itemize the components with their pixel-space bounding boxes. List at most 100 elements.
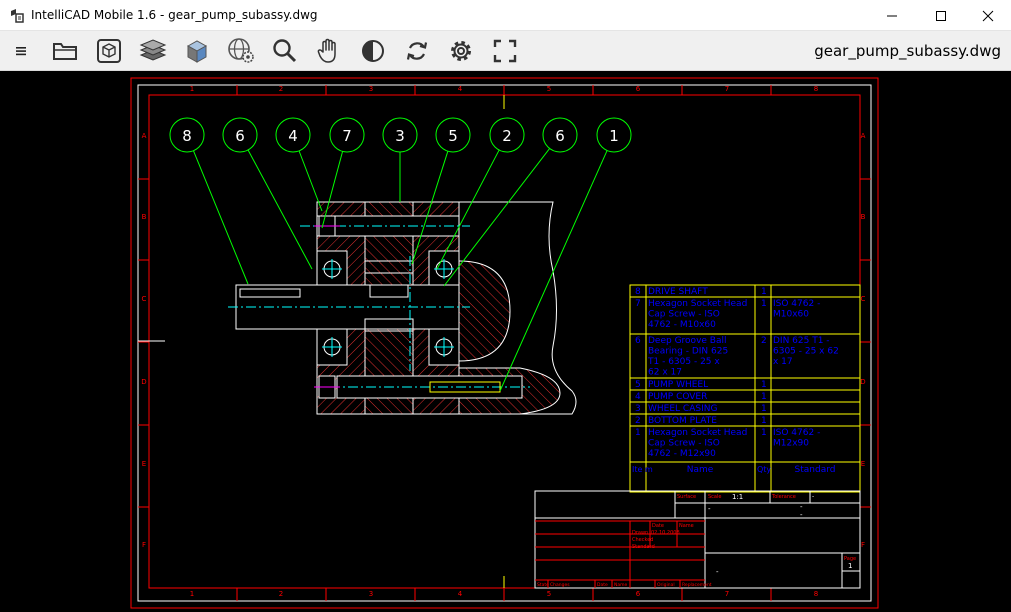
bom-item-qty: 1 [761,287,767,297]
close-icon [982,10,994,22]
row-ref-label: A [861,132,866,140]
bom-item-name: Bearing - DIN 625 [648,347,728,357]
render-settings-button[interactable] [226,36,256,66]
open-folder-button[interactable] [50,36,80,66]
bom-item-name: Deep Groove Ball [648,336,726,346]
column-ref-label: 4 [458,590,463,598]
globe-gear-icon [227,37,255,65]
balloon-leader [444,148,550,286]
bom-item-number: 8 [635,287,641,297]
bom-item-name: 4762 - M12x90 [648,449,716,459]
revision-column-label: Changes [550,582,570,588]
row-ref-label: B [142,213,147,221]
3d-view-button[interactable] [94,36,124,66]
balloon-number: 4 [288,127,298,145]
bom-header-item: Ite m [632,465,653,474]
document-filename: gear_pump_subassy.dwg [814,42,1001,60]
column-ref-label: 1 [190,85,194,93]
column-ref-label: 8 [814,590,818,598]
row-ref-label: D [141,378,146,386]
bom-item-qty: 2 [761,336,767,346]
bom-item-standard: x 17 [773,357,793,367]
row-ref-label: D [860,378,865,386]
pump-cover-arc [459,261,510,361]
bom-item-qty: 1 [761,299,767,309]
fullscreen-button[interactable] [490,36,520,66]
hand-icon [317,38,341,64]
revision-column-label: Original [657,582,675,588]
date-label: Date [652,523,664,529]
column-ref-label: 5 [547,590,551,598]
tb-dash-2: - [800,503,803,511]
balloon-leader [193,151,248,284]
column-ref-label: 5 [547,85,551,93]
surface-label: Surface [677,494,696,500]
view-cube-button[interactable] [182,36,212,66]
bom-item-name: WHEEL CASING [648,404,717,414]
layers-button[interactable] [138,36,168,66]
bom-header-name: Name [687,465,714,475]
drawn-date: 02.10.2008 [651,530,680,536]
pan-button[interactable] [314,36,344,66]
balloon-number: 2 [502,127,512,145]
revision-column-label: Name [614,582,628,588]
bom-item-qty: 1 [761,404,767,414]
gear-icon [448,38,474,64]
bom-item-qty: 1 [761,416,767,426]
bom-item-standard: M10x60 [773,310,809,320]
gear-pump-section-view [228,202,576,414]
row-ref-label: C [142,295,147,303]
drawing-canvas[interactable]: 1122334455667788AABBCCDDEEFF [0,71,1011,612]
column-ref-label: 2 [279,85,283,93]
bom-item-number: 6 [635,336,641,346]
bom-header-standard: Standard [795,465,836,475]
bom-item-name: DRIVE SHAFT [648,287,708,297]
bom-item-name: 4762 - M10x60 [648,320,716,330]
column-ref-label: 6 [636,85,641,93]
checked-label: Checked [632,537,653,543]
column-ref-label: 2 [279,590,283,598]
title-block: Surface Scale 1:1 Tolerance - - - - Date… [535,491,860,588]
settings-button[interactable] [446,36,476,66]
balloon-leader [299,151,322,211]
zoom-button[interactable] [270,36,300,66]
close-button[interactable] [965,0,1011,31]
contrast-button[interactable] [358,36,388,66]
row-ref-label: F [142,541,146,549]
bom-item-name: BOTTOM PLATE [648,416,717,426]
minimize-icon [886,10,898,22]
folder-icon [52,40,78,62]
bom-item-name: PUMP COVER [648,392,707,402]
revision-column-label: Date [597,582,608,588]
row-ref-label: E [142,460,146,468]
main-toolbar: gear_pump_subassy.dwg [0,31,1011,71]
row-ref-label: F [861,541,865,549]
regenerate-button[interactable] [402,36,432,66]
bom-item-name: Hexagon Socket Head [648,299,747,309]
layers-icon [139,39,167,63]
column-ref-label: 4 [458,85,463,93]
balloon-leader [500,151,607,391]
revision-column-label: Replacement [682,582,712,588]
bom-item-standard: M12x90 [773,439,809,449]
row-ref-label: E [861,460,865,468]
scale-value: 1:1 [732,493,743,501]
bom-header-qty: Qty [757,465,771,474]
title-block-border [535,491,860,588]
column-ref-label: 7 [725,590,729,598]
balloon-number: 5 [448,127,458,145]
window-title: IntelliCAD Mobile 1.6 - gear_pump_subass… [31,8,318,22]
maximize-button[interactable] [918,0,964,31]
tolerance-label: Tolerance [771,494,796,500]
bom-item-name: 62 x 17 [648,368,682,378]
bill-of-materials: 8 DRIVE SHAFT 1 7 Hexagon Socket HeadCap Scr… [630,285,860,492]
minimize-button[interactable] [869,0,915,31]
row-ref-label: A [142,132,147,140]
bom-item-name: Cap Screw - ISO [648,439,720,449]
page-value: 1 [848,562,852,570]
bom-item-number: 7 [635,299,641,309]
balloon-number: 6 [555,127,565,145]
bom-item-name: PUMP WHEEL [648,380,708,390]
cad-drawing[interactable]: 1122334455667788AABBCCDDEEFF [0,71,1011,612]
menu-button[interactable] [6,36,36,66]
